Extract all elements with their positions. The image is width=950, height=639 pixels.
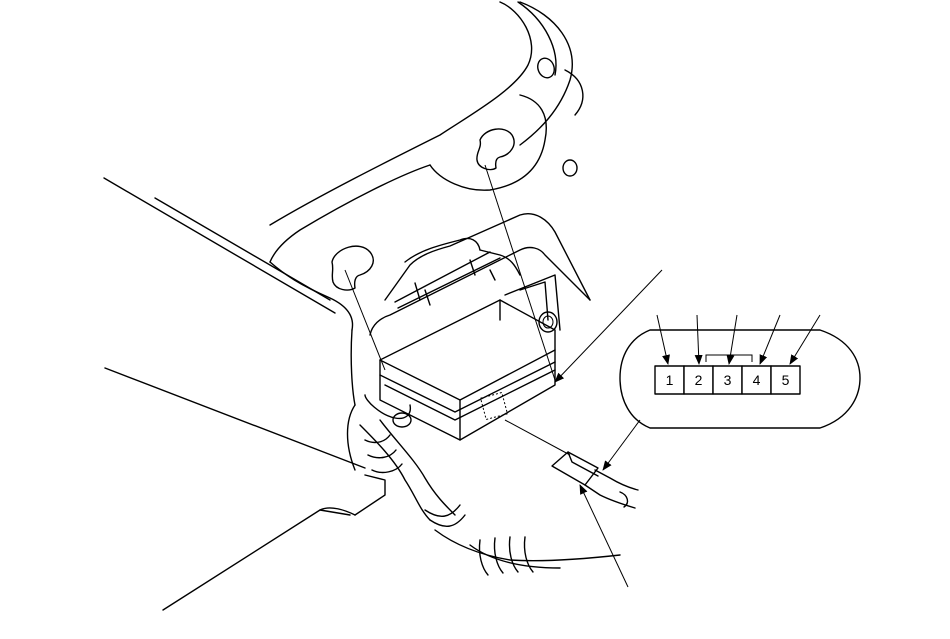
pin-cell: 1 <box>654 365 685 395</box>
pin-label: 2 <box>695 372 703 388</box>
connector-pins: 1 2 3 4 5 <box>654 365 801 395</box>
leader-lines <box>344 164 663 588</box>
pin-label: 4 <box>753 372 761 388</box>
harness-connector <box>551 451 639 509</box>
pin-cell: 5 <box>770 365 801 395</box>
pin-label: 1 <box>666 372 674 388</box>
pin-label: 5 <box>782 372 790 388</box>
pin-arrows <box>656 314 821 365</box>
pin-cell: 4 <box>741 365 772 395</box>
pin-label: 3 <box>724 372 732 388</box>
mounting-holes <box>331 57 578 291</box>
wire-harness <box>319 419 621 576</box>
pin-cell: 3 <box>712 365 743 395</box>
control-unit <box>364 213 591 441</box>
pin-cell: 2 <box>683 365 714 395</box>
